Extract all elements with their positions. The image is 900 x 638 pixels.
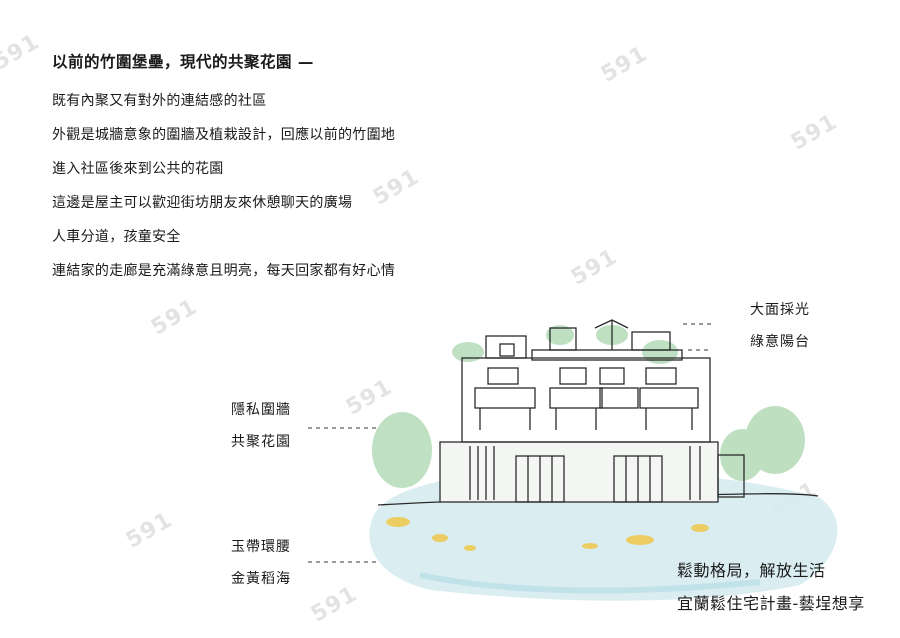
annotation-left-mid: 隱私圍牆 共聚花園	[231, 400, 291, 464]
annotation-right-top: 大面採光 綠意陽台	[750, 300, 810, 364]
description-list: 既有內聚又有對外的連結感的社區 外觀是城牆意象的圍牆及植栽設計，回應以前的竹圍地…	[52, 91, 395, 295]
page-title: 以前的竹圍堡壘，現代的共聚花園 —	[52, 53, 314, 71]
caption: 鬆動格局，解放生活 宜蘭鬆住宅計畫-藝埕想享	[677, 560, 865, 626]
caption-line: 鬆動格局，解放生活	[677, 561, 826, 580]
description-line: 既有內聚又有對外的連結感的社區	[52, 93, 267, 109]
description-line: 進入社區後來到公共的花園	[52, 161, 224, 177]
annotation-text: 玉帶環腰	[231, 539, 291, 555]
annotation-text: 大面採光	[750, 302, 810, 318]
annotation-text: 共聚花園	[231, 434, 291, 450]
annotation-left-bottom: 玉帶環腰 金黃稻海	[231, 537, 291, 601]
annotation-text: 隱私圍牆	[231, 402, 291, 418]
description-line: 連結家的走廊是充滿綠意且明亮，每天回家都有好心情	[52, 263, 396, 279]
description-line: 外觀是城牆意象的圍牆及植栽設計，回應以前的竹圍地	[52, 127, 396, 143]
description-line: 這邊是屋主可以歡迎街坊朋友來休憩聊天的廣場	[52, 195, 353, 211]
annotation-text: 金黃稻海	[231, 571, 291, 587]
description-line: 人車分道，孩童安全	[52, 229, 181, 245]
annotation-text: 綠意陽台	[750, 334, 810, 350]
caption-line: 宜蘭鬆住宅計畫-藝埕想享	[677, 594, 865, 613]
